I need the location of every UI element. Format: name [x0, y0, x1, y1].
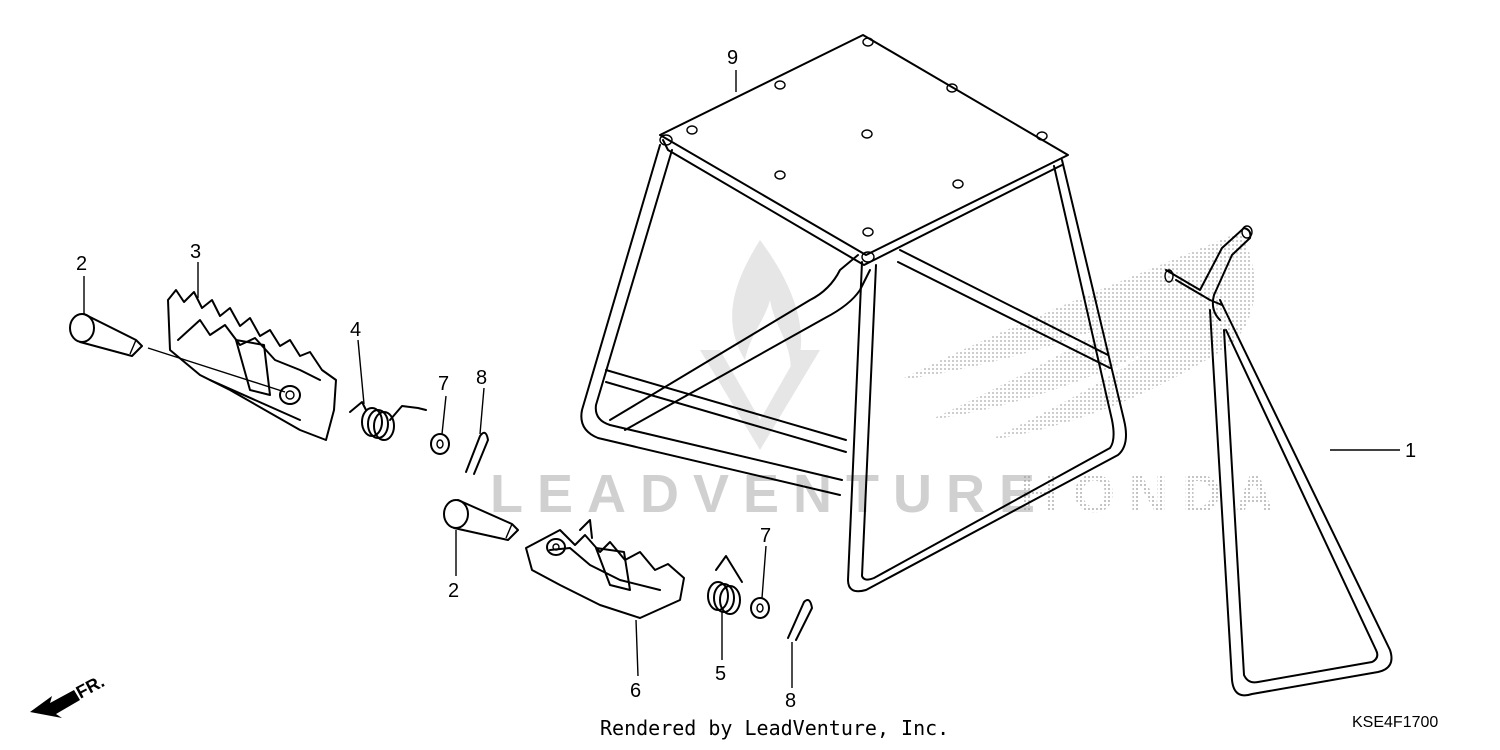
diagram-code: KSE4F1700: [1352, 714, 1439, 731]
pin-part-2-lower: [443, 499, 519, 541]
rear-stand-part-1: [1164, 225, 1393, 697]
callout-4: 4: [350, 319, 361, 341]
honda-wing-watermark: [900, 232, 1255, 440]
cotter-pin-part-8-lower: [787, 599, 813, 641]
callout-7-upper: 7: [438, 373, 449, 395]
callout-3: 3: [190, 241, 201, 263]
callout-8-upper: 8: [476, 367, 487, 389]
watermark-text: LEADVENTURE: [490, 464, 1049, 524]
spring-part-5: [707, 555, 743, 615]
callout-1: 1: [1405, 440, 1416, 462]
callout-6: 6: [630, 680, 641, 702]
watermark-brand: HONDA: [1020, 464, 1288, 524]
washer-part-7-upper: [430, 433, 450, 455]
spring-part-4: [349, 401, 427, 441]
callout-7-lower: 7: [760, 525, 771, 547]
footpeg-part-3: [167, 289, 337, 441]
leader-pin-to-peg-upper: [147, 347, 286, 393]
callout-2-upper: 2: [76, 253, 87, 275]
footpeg-part-6: [525, 519, 685, 619]
footer-credit: Rendered by LeadVenture, Inc.: [600, 716, 950, 740]
callout-2-lower: 2: [448, 580, 459, 602]
cotter-pin-part-8-upper: [465, 431, 489, 475]
front-direction-arrow: FR.: [30, 671, 108, 718]
flame-logo-watermark: [700, 240, 820, 450]
pin-part-2-upper: [69, 313, 143, 357]
washer-part-7-lower: [750, 597, 770, 619]
callout-8-lower: 8: [785, 690, 796, 712]
bike-stand-part-9: [580, 34, 1127, 593]
callout-9: 9: [727, 47, 738, 69]
leader-lines: [83, 70, 1400, 688]
callout-5: 5: [715, 663, 726, 685]
